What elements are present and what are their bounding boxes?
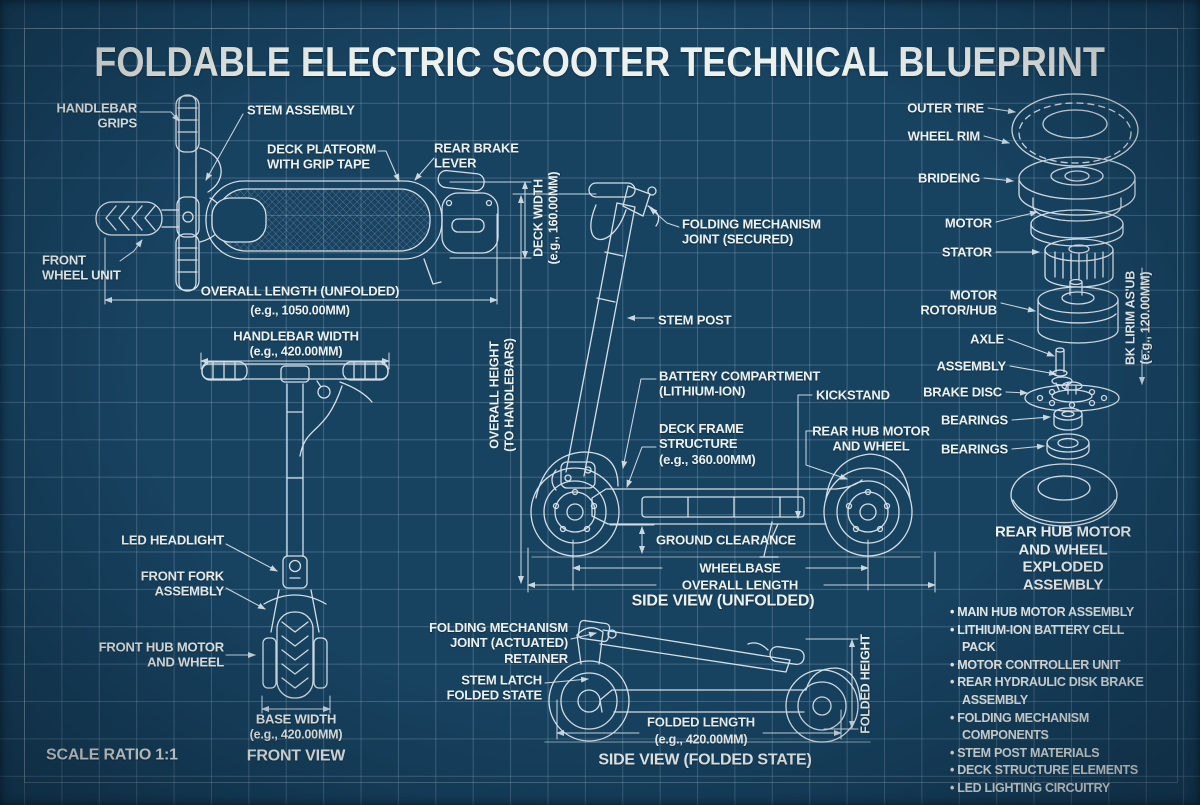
leader-bearings-2: [1011, 443, 1045, 450]
label-front-fork: FRONT FORK ASSEMBLY: [140, 568, 224, 599]
parts-list-item: FOLDING MECHANISM COMPONENTS: [950, 710, 1158, 745]
label-ground-clearance: GROUND CLEARANCE: [656, 532, 796, 548]
caption-side-view-folded: SIDE VIEW (FOLDED STATE): [598, 751, 812, 769]
label-folded-height: FOLDED HEIGHT: [858, 634, 873, 734]
leader-brake-disc: [1005, 389, 1028, 396]
label-led-headlight: LED HEADLIGHT: [121, 532, 224, 548]
label-exploded-dimension: BK LIRIM AS'UB (e.g., 120.00MM): [1123, 270, 1152, 366]
exploded-assembly-drawing: [1010, 93, 1139, 527]
parts-list: MAIN HUB MOTOR ASSEMBLYLITHIUM-ION BATTE…: [950, 604, 1158, 798]
label-deck-frame: DECK FRAME STRUCTURE (e.g., 360.00MM): [659, 421, 756, 467]
label-deck-platform: DECK PLATFORM WITH GRIP TAPE: [267, 141, 377, 172]
label-overall-length-top: OVERALL LENGTH (UNFOLDED): [200, 283, 400, 299]
label-front-hub: FRONT HUB MOTOR AND WHEEL: [98, 639, 225, 670]
leader-kickstand: [795, 394, 813, 519]
parts-list-item: REAR HYDRAULIC DISK BRAKE ASSEMBLY: [950, 674, 1158, 709]
label-base-width-value: (e.g., 420.00MM): [249, 727, 343, 742]
label-overall-length-top-value: (e.g., 1050.00MM): [250, 303, 350, 318]
label-overall-length-side: OVERALL LENGTH: [681, 577, 799, 593]
label-stem-post: STEM POST: [658, 312, 732, 328]
leader-motor-rotor: [1000, 302, 1036, 313]
leader-rear-brake-lever: [414, 157, 435, 181]
label-outer-tire: OUTER TIRE: [907, 100, 984, 116]
parts-list-item: DECK STRUCTURE ELEMENTS: [950, 762, 1158, 780]
label-folded-length: FOLDED LENGTH: [647, 714, 755, 730]
leader-bearings-1: [1011, 414, 1051, 421]
leader-battery: [621, 378, 657, 469]
caption-side-view-unfolded: SIDE VIEW (UNFOLDED): [631, 592, 815, 610]
leader-led-headlight: [225, 543, 278, 572]
leader-stem-assembly: [205, 113, 244, 181]
label-bearings-1: BEARINGS: [940, 412, 1008, 428]
dimension-lines: [104, 181, 1142, 740]
leader-folding-joint-secured: [649, 207, 680, 228]
leader-rear-hub: [805, 430, 848, 480]
label-folding-joint-secured: FOLDING MECHANISM JOINT (SECURED): [682, 216, 821, 247]
leader-wheel-rim: [983, 135, 1010, 145]
label-bearings-2: BEARINGS: [940, 441, 1008, 457]
leader-motor: [995, 210, 1038, 223]
label-wheelbase: WHEELBASE: [699, 560, 781, 576]
label-wheel-rim: WHEEL RIM: [907, 128, 981, 144]
label-scale-ratio: SCALE RATIO 1:1: [46, 746, 178, 764]
label-folded-length-value: (e.g., 420.00MM): [654, 732, 748, 747]
caption-exploded-assembly: REAR HUB MOTOR AND WHEEL EXPLODED ASSEMB…: [994, 523, 1132, 594]
front-view-drawing: [201, 361, 389, 699]
leader-front-wheel-unit: [119, 239, 143, 262]
label-assembly: ASSEMBLY: [936, 358, 1007, 374]
leader-handlebar-grips: [139, 111, 180, 122]
side-view-folded-drawing: [544, 619, 871, 743]
leader-outer-tire: [987, 107, 1016, 114]
label-deck-width: DECK WIDTH (e.g., 160.00MM): [531, 171, 560, 265]
label-kickstand: KICKSTAND: [816, 387, 890, 403]
parts-list-item: MOTOR CONTROLLER UNIT: [950, 657, 1158, 675]
label-stator: STATOR: [941, 244, 992, 260]
leader-deck-platform: [377, 150, 400, 182]
leader-deck-frame: [626, 446, 657, 488]
label-handlebar-width: HANDLEBAR WIDTH: [233, 328, 359, 344]
caption-front-view: FRONT VIEW: [246, 747, 346, 765]
leader-lines: [119, 107, 1057, 684]
label-overall-height: OVERALL HEIGHT (TO HANDLEBARS): [487, 338, 516, 452]
page-title: FOLDABLE ELECTRIC SCOOTER TECHNICAL BLUE…: [94, 38, 1106, 85]
leader-brideing: [983, 177, 1014, 184]
label-brake-disc: BRAKE DISC: [923, 384, 1002, 400]
leader-stem-latch: [544, 676, 589, 684]
leader-assembly: [1009, 365, 1057, 376]
label-brideing: BRIDEING: [918, 170, 980, 186]
leader-axle: [1007, 338, 1055, 357]
label-rear-hub-side: REAR HUB MOTOR AND WHEEL: [812, 423, 930, 454]
leader-folding-joint-actuated: [570, 631, 597, 640]
label-front-wheel-unit: FRONT WHEEL UNIT: [42, 252, 121, 283]
label-battery: BATTERY COMPARTMENT (LITHIUM-ION): [659, 368, 821, 399]
parts-list-item: STEM POST MATERIALS: [950, 745, 1158, 763]
label-handlebar-grips: HANDLEBAR GRIPS: [56, 100, 137, 131]
label-axle: AXLE: [970, 331, 1004, 347]
label-base-width: BASE WIDTH: [255, 711, 337, 727]
label-rear-brake-lever: REAR BRAKE LEVER: [434, 140, 519, 171]
parts-list-item: LITHIUM-ION BATTERY CELL PACK: [950, 622, 1158, 657]
label-motor-rotor: MOTOR ROTOR/HUB: [920, 287, 997, 318]
label-stem-assembly: STEM ASSEMBLY: [247, 102, 355, 118]
label-stem-latch: STEM LATCH FOLDED STATE: [446, 672, 543, 703]
leader-front-fork: [225, 587, 266, 610]
parts-list-item: LED LIGHTING CIRCUITRY: [950, 780, 1158, 798]
label-handlebar-width-value: (e.g., 420.00MM): [249, 344, 343, 359]
label-motor: MOTOR: [944, 215, 992, 231]
label-folding-joint-actuated: FOLDING MECHANISM JOINT (ACTUATED) RETAI…: [429, 620, 568, 666]
parts-list-item: MAIN HUB MOTOR ASSEMBLY: [950, 604, 1158, 622]
top-view-drawing: [95, 94, 499, 292]
